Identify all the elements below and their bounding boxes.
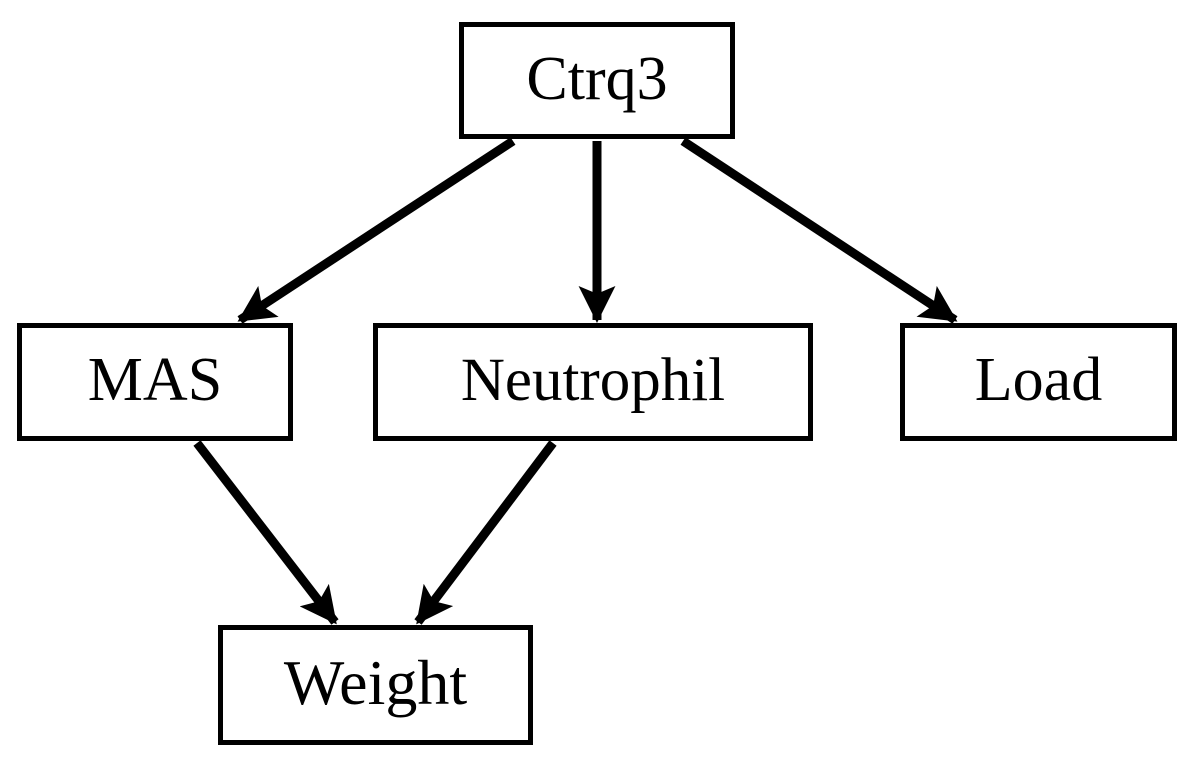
edge-ctrq3-to-mas bbox=[237, 137, 516, 324]
node-mas[interactable]: MAS bbox=[17, 323, 293, 441]
node-neutrophil-label: Neutrophil bbox=[460, 346, 726, 414]
node-weight-label: Weight bbox=[283, 647, 468, 718]
node-ctrq3-label: Ctrq3 bbox=[526, 44, 668, 113]
edge-mas-to-weight bbox=[193, 440, 339, 625]
node-weight[interactable]: Weight bbox=[218, 625, 533, 745]
node-load[interactable]: Load bbox=[900, 323, 1177, 441]
node-neutrophil[interactable]: Neutrophil bbox=[373, 323, 813, 441]
node-mas-label: MAS bbox=[87, 346, 223, 414]
node-load-label: Load bbox=[974, 346, 1103, 414]
edge-neutrophil-to-weight bbox=[414, 440, 557, 625]
node-ctrq3[interactable]: Ctrq3 bbox=[459, 22, 735, 139]
edge-ctrq3-to-load bbox=[680, 137, 958, 324]
